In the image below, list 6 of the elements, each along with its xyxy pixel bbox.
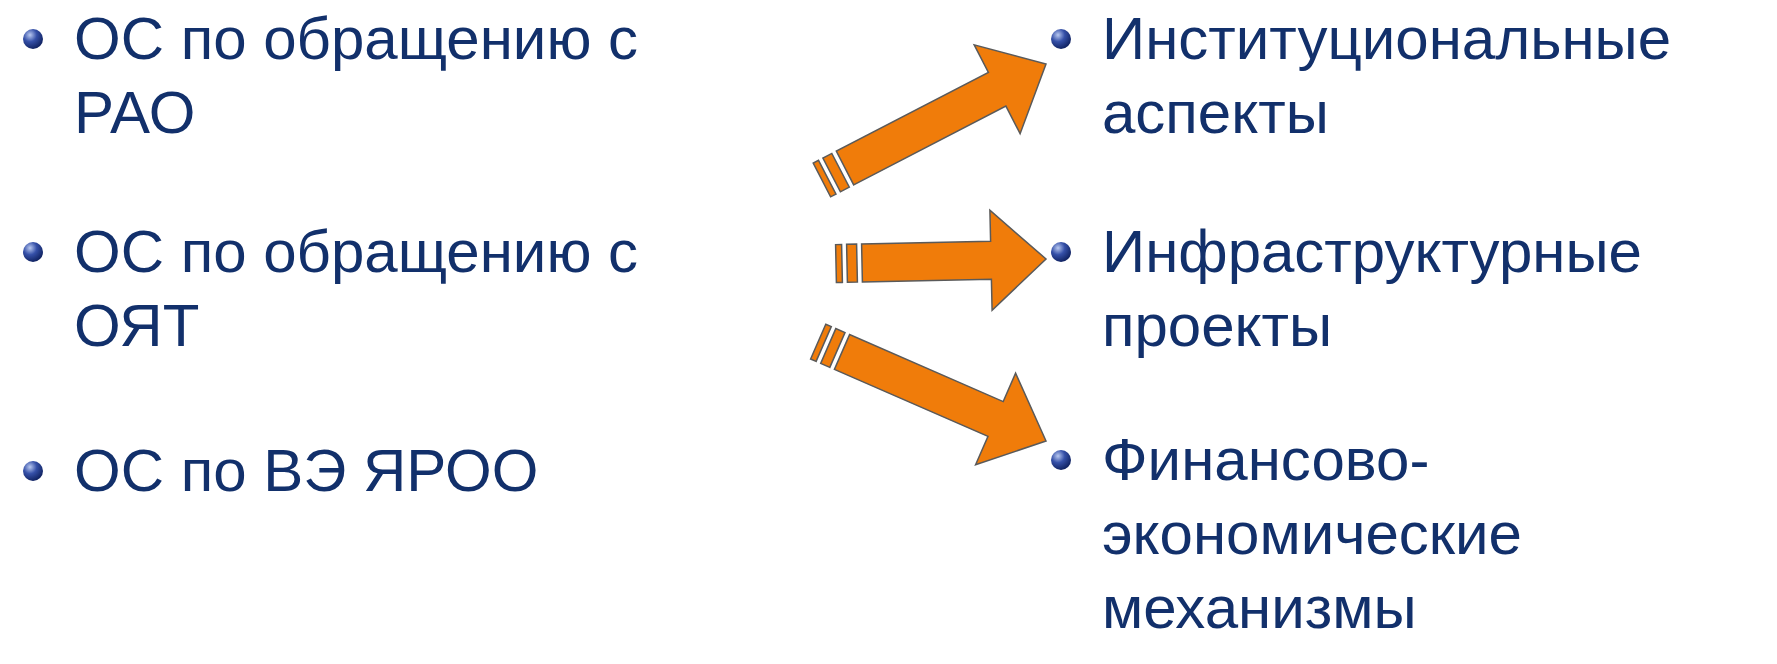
list-item-text: ОС по обращению с РАО (74, 4, 640, 148)
list-item-text: Инфраструктурные проекты (1102, 217, 1643, 361)
list-item-text: ОС по ВЭ ЯРОО (74, 436, 540, 506)
list-item-text: Финансово-экономические механизмы (1102, 425, 1523, 643)
list-item-text: Институциональные аспекты (1102, 4, 1673, 148)
list-item-text: ОС по обращению с ОЯТ (74, 217, 640, 361)
